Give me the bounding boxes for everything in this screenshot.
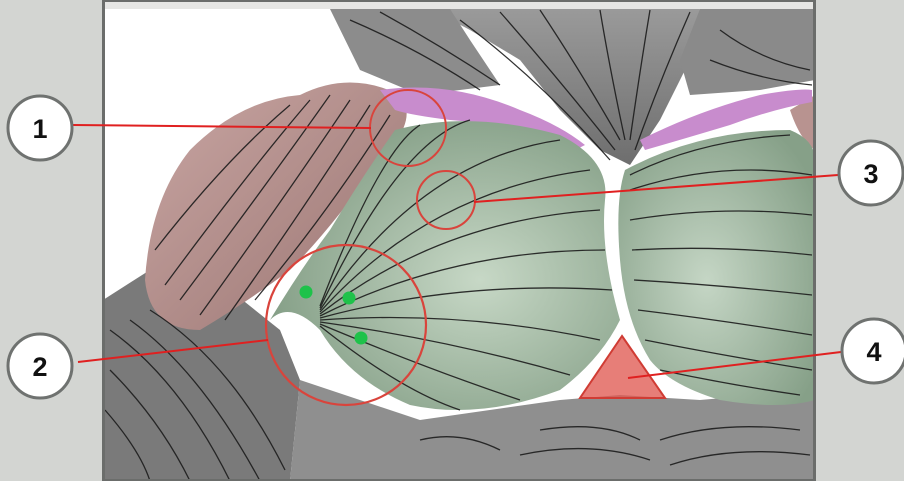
callout-number: 3 <box>863 159 878 189</box>
callout-number: 2 <box>32 352 47 382</box>
marker-dot <box>355 332 368 345</box>
trapezius-right <box>680 9 815 95</box>
callout-badge-3[interactable]: 3 <box>839 141 903 205</box>
callout-number: 1 <box>32 114 47 144</box>
callout-badge-1[interactable]: 1 <box>8 96 72 160</box>
callout-number: 4 <box>866 337 881 367</box>
marker-dot <box>343 292 356 305</box>
callout-badge-4[interactable]: 4 <box>842 319 904 383</box>
callout-badge-2[interactable]: 2 <box>8 334 72 398</box>
marker-dot <box>300 286 313 299</box>
